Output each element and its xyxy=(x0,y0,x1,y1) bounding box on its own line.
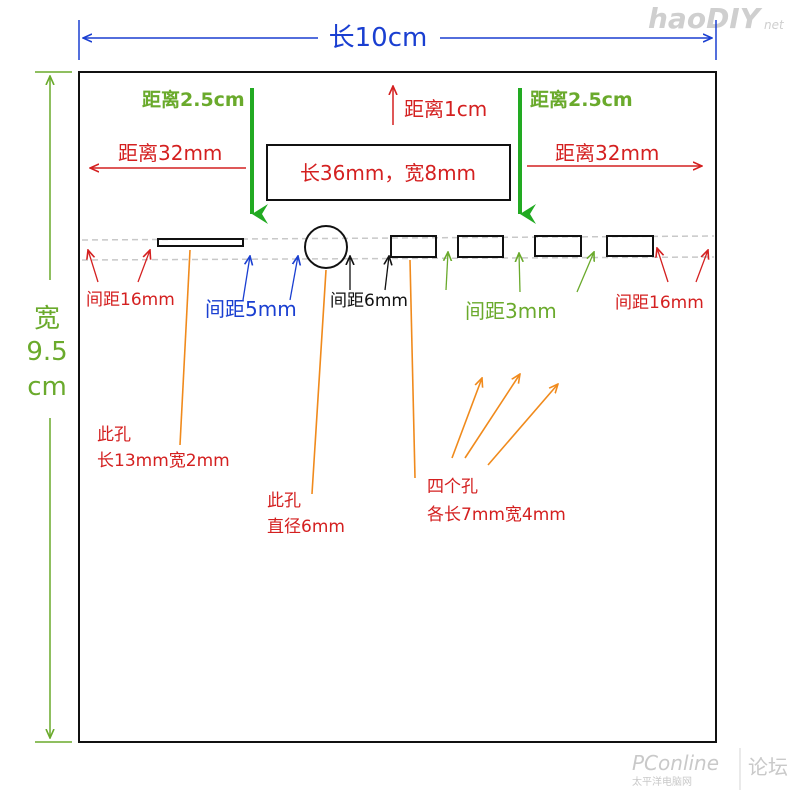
dist-left-25-label: 距离2.5cm xyxy=(142,88,245,111)
slot-note-title: 此孔 xyxy=(97,425,131,445)
gap-3-arrow-1 xyxy=(446,252,448,291)
slot-leader-line xyxy=(179,249,191,446)
width-label-unit: cm xyxy=(27,372,67,402)
slot-hole xyxy=(157,238,244,247)
gap-left-16-arrow-1 xyxy=(88,250,99,283)
dist-right-25-label: 距离2.5cm xyxy=(530,88,633,111)
gap-left-16-arrow-2 xyxy=(137,250,150,283)
gap-6-label: 间距6mm xyxy=(330,291,408,311)
slot-note-size: 长13mm宽2mm xyxy=(97,451,230,471)
four-holes-arrow-3 xyxy=(487,384,558,466)
gap-right-16-arrow-1 xyxy=(657,248,669,283)
display-window-label: 长36mm，宽8mm xyxy=(300,161,476,185)
gap-3-arrow-3 xyxy=(576,252,594,293)
gap-6-arrow-2 xyxy=(385,256,389,291)
display-window-rect xyxy=(266,144,511,201)
gap-3-label: 间距3mm xyxy=(465,299,557,323)
gap-left-16-label: 间距16mm xyxy=(86,290,175,310)
circle-note-title: 此孔 xyxy=(267,491,301,511)
gap-5-arrow-2 xyxy=(289,256,298,301)
round-hole xyxy=(304,225,348,269)
rect-hole-3 xyxy=(534,235,582,257)
four-holes-arrow-1 xyxy=(451,378,482,459)
length-label: 长10cm xyxy=(329,23,428,53)
rect-hole-2 xyxy=(457,235,504,258)
watermark-suffix: net xyxy=(764,18,785,32)
rect-hole-4 xyxy=(606,235,654,257)
circle-leader-line xyxy=(311,269,327,495)
watermark-bottom-forum: 论坛 xyxy=(748,755,788,779)
circle-note-size: 直径6mm xyxy=(267,517,345,537)
board-outline xyxy=(78,71,717,743)
gap-5-label: 间距5mm xyxy=(205,297,297,321)
width-label-value: 9.5 xyxy=(26,337,67,367)
rect-hole-1 xyxy=(390,235,437,258)
dist-right-32-label: 距离32mm xyxy=(555,141,659,165)
watermark-bottom-logo: PConline xyxy=(632,751,719,775)
dist-top-1cm-label: 距离1cm xyxy=(404,97,487,121)
four-holes-arrow-2 xyxy=(464,374,520,459)
guide-line-bottom xyxy=(81,256,715,261)
width-label-char: 宽 xyxy=(34,304,60,334)
gap-5-arrow-1 xyxy=(242,256,250,301)
watermark-logo: haoDIY xyxy=(648,2,763,35)
gap-3-arrow-2 xyxy=(519,253,520,293)
four-holes-note-size: 各长7mm宽4mm xyxy=(427,505,566,525)
watermark-bottom-sub: 太平洋电脑网 xyxy=(632,775,692,788)
four-holes-note-title: 四个孔 xyxy=(427,477,478,497)
dist-left-32-label: 距离32mm xyxy=(118,141,222,165)
gap-right-16-arrow-2 xyxy=(695,250,708,283)
four-holes-leader-line xyxy=(409,259,416,479)
gap-right-16-label: 间距16mm xyxy=(615,293,704,313)
